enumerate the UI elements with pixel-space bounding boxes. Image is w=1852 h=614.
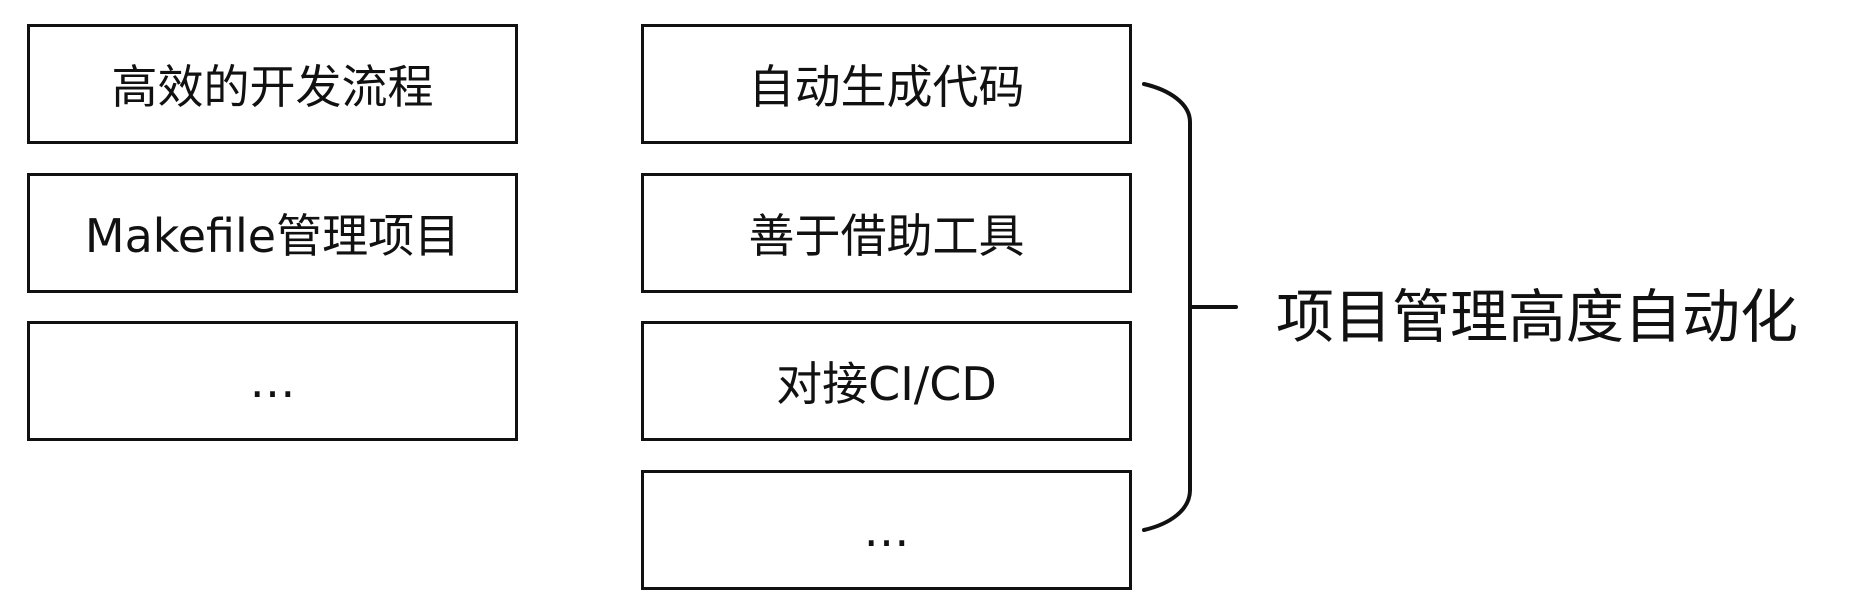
brace-path xyxy=(1142,82,1192,532)
right-box-label: 对接CI/CD xyxy=(776,357,997,411)
right-box-tools: 善于借助工具 xyxy=(641,173,1132,293)
left-box-ellipsis: … xyxy=(27,321,518,441)
left-box-makefile: Makefile管理项目 xyxy=(27,173,518,293)
right-box-label: 自动生成代码 xyxy=(748,60,1025,114)
right-box-ellipsis: … xyxy=(641,470,1132,590)
left-box-efficient-workflow: 高效的开发流程 xyxy=(27,24,518,144)
right-box-cicd: 对接CI/CD xyxy=(641,321,1132,441)
left-box-label: … xyxy=(249,354,296,408)
left-box-label: 高效的开发流程 xyxy=(111,60,434,114)
right-box-label: … xyxy=(863,503,910,557)
right-box-auto-codegen: 自动生成代码 xyxy=(641,24,1132,144)
left-box-label: Makefile管理项目 xyxy=(84,209,461,263)
result-label: 项目管理高度自动化 xyxy=(1276,283,1799,351)
right-box-label: 善于借助工具 xyxy=(748,209,1025,263)
